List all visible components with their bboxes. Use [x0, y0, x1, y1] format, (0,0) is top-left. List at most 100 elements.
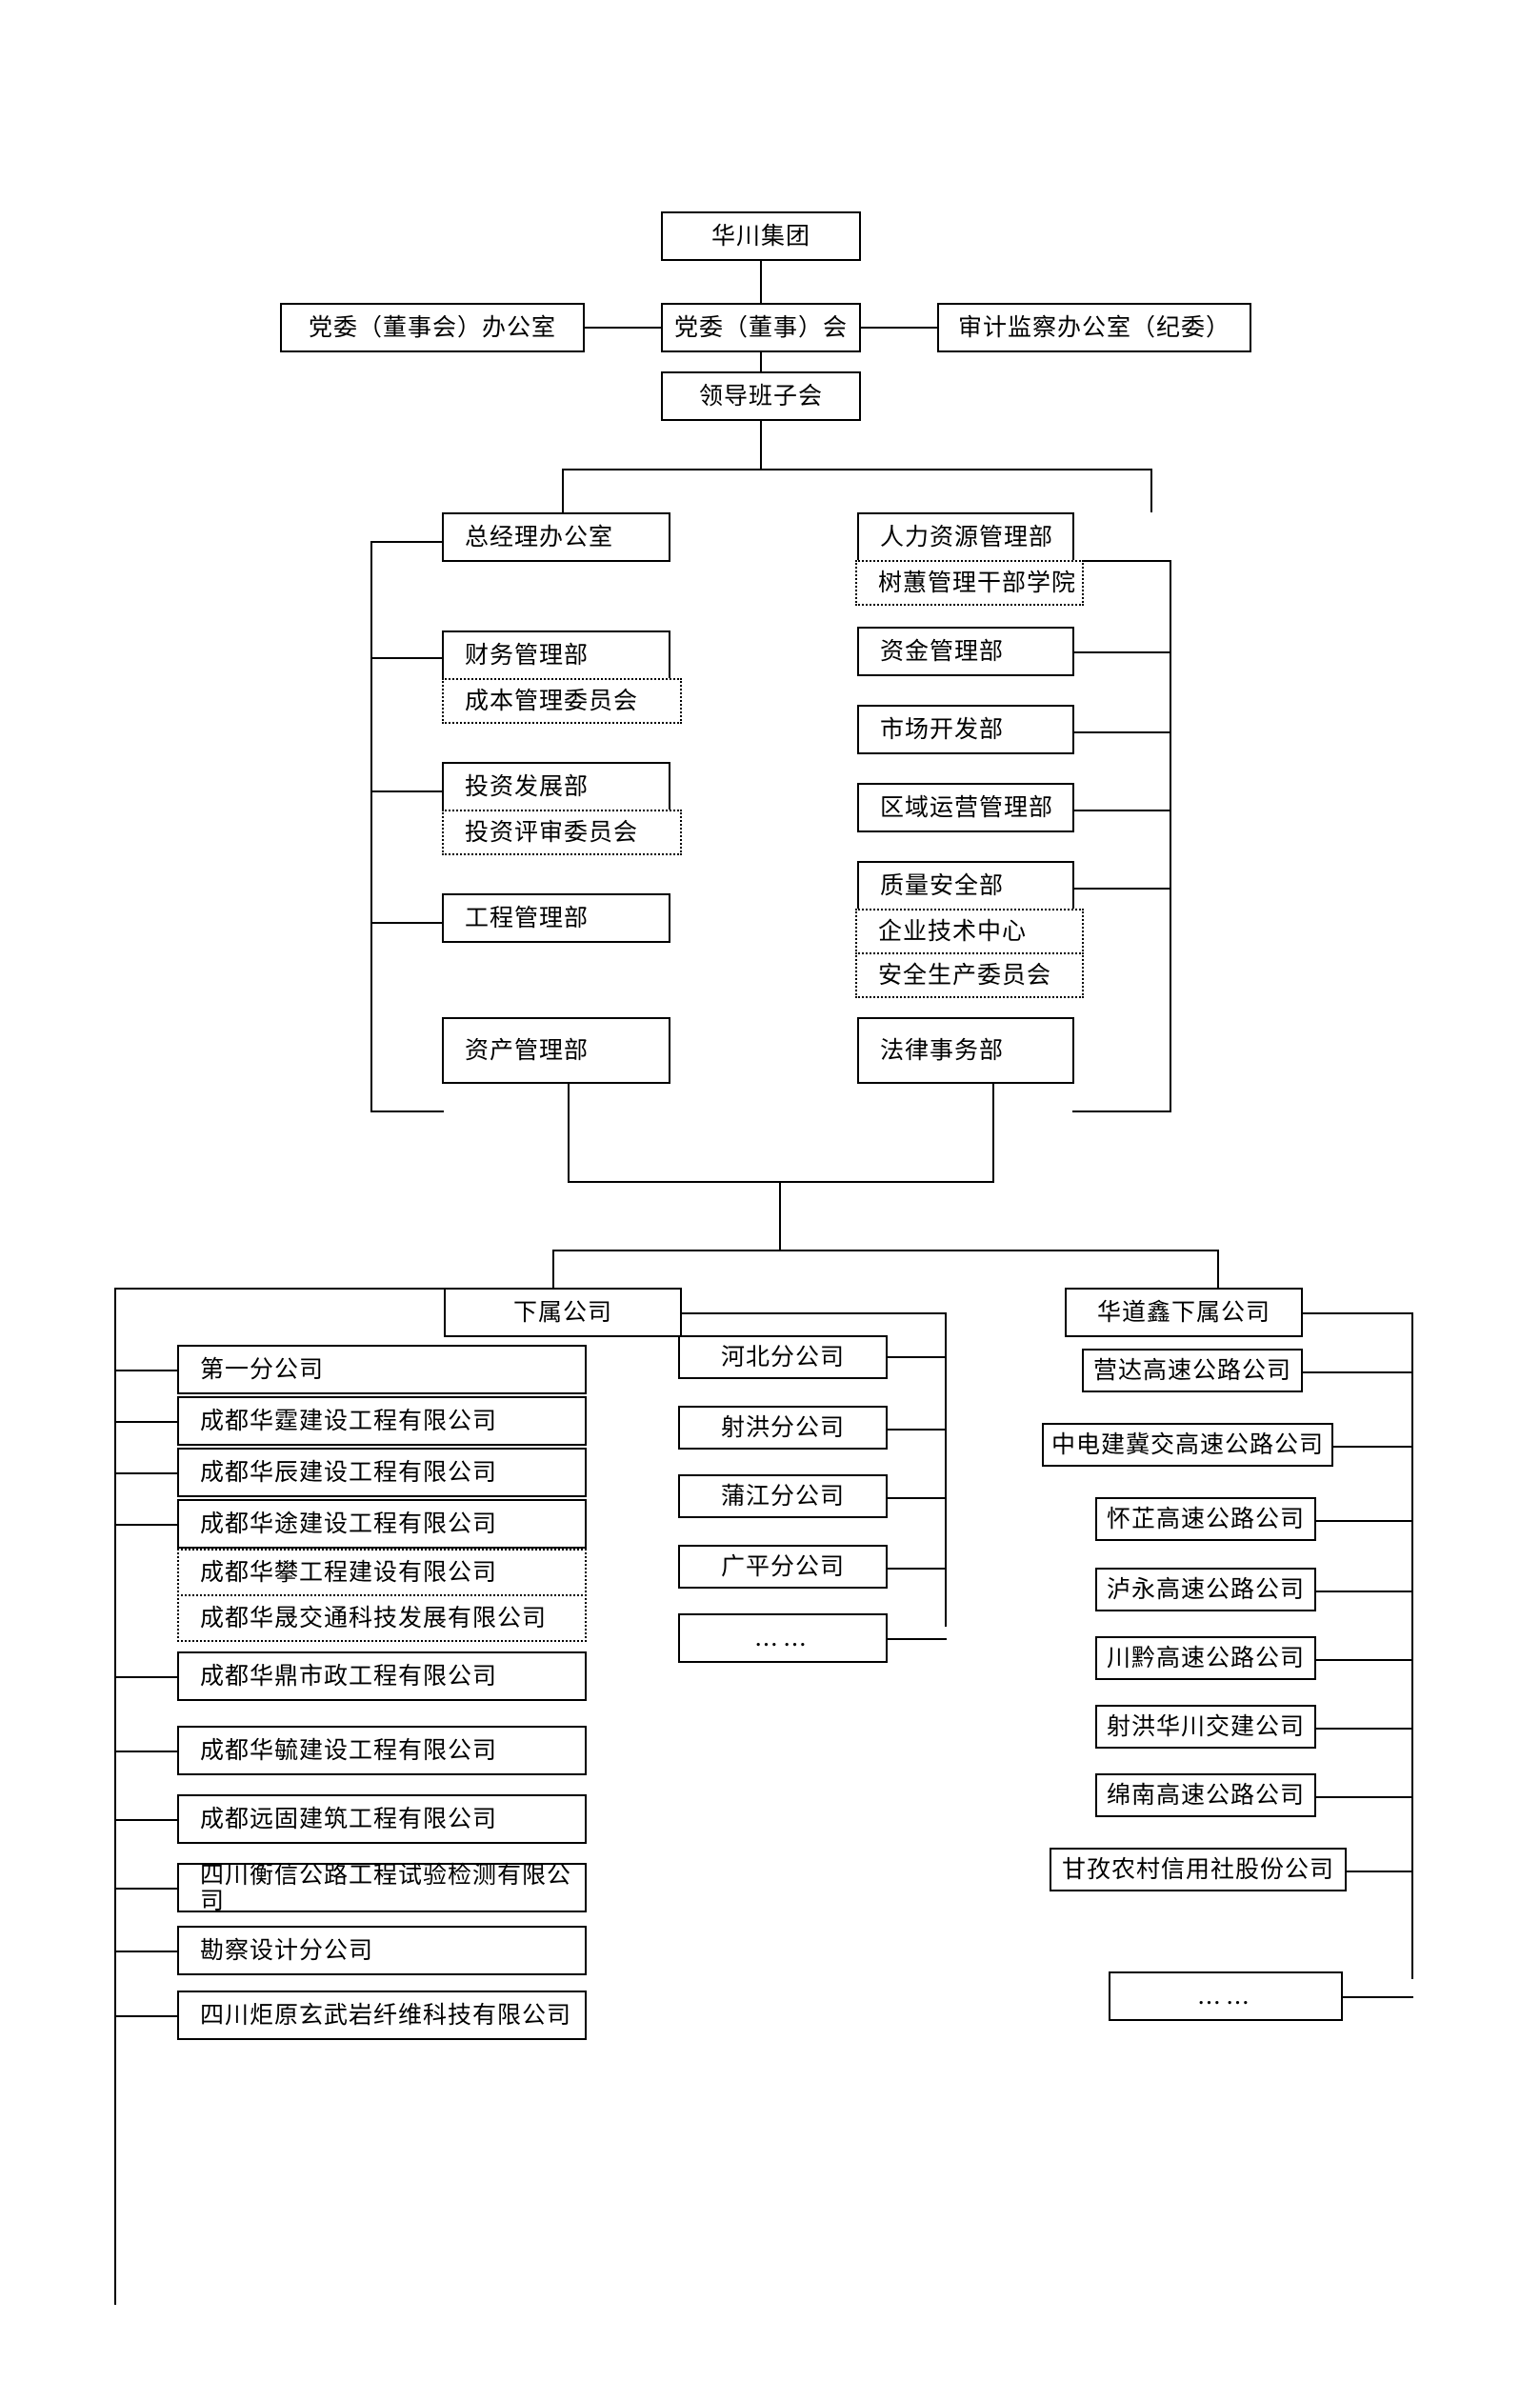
list-item-subsidiary-b-1[interactable]: 射洪分公司 — [678, 1406, 888, 1450]
list-item-subsidiary-a-4[interactable]: 成都华攀工程建设有限公司 — [177, 1549, 587, 1596]
connector-subsidiary-bus — [552, 1250, 1219, 1251]
list-item-huadaoxin-2[interactable]: 怀芷高速公路公司 — [1095, 1497, 1316, 1541]
connector-bus-to-huadaoxin-header — [1217, 1250, 1219, 1290]
list-item-huadaoxin-7[interactable]: 甘孜农村信用社股份公司 — [1050, 1848, 1347, 1891]
connector-colB-0 — [886, 1356, 947, 1358]
list-item-huadaoxin-5[interactable]: 射洪华川交建公司 — [1095, 1705, 1316, 1749]
list-item-huadaoxin-0[interactable]: 营达高速公路公司 — [1082, 1349, 1303, 1392]
list-item-huadaoxin-1[interactable]: 中电建冀交高速公路公司 — [1042, 1423, 1333, 1467]
connector-colA-0 — [114, 1370, 179, 1371]
list-item-huadaoxin-6[interactable]: 绵南高速公路公司 — [1095, 1773, 1316, 1817]
list-item-subsidiary-a-2[interactable]: 成都华辰建设工程有限公司 — [177, 1448, 587, 1497]
list-item-huadaoxin-3[interactable]: 泸永高速公路公司 — [1095, 1568, 1316, 1611]
left-department-spine — [370, 541, 372, 1112]
connector-right-dept-3 — [1072, 810, 1171, 811]
connector-colA-10 — [114, 1951, 179, 1952]
node-leadership[interactable]: 领导班子会 — [661, 371, 861, 421]
node-party-office-left[interactable]: 党委（董事会）办公室 — [280, 303, 585, 352]
connector-huadaoxin-6 — [1314, 1796, 1413, 1798]
node-dept-general-manager-office[interactable]: 总经理办公室 — [442, 512, 670, 562]
list-item-subsidiary-a-11[interactable]: 四川炬原玄武岩纤维科技有限公司 — [177, 1991, 587, 2040]
node-subunit-safety-production-committee[interactable]: 安全生产委员会 — [855, 952, 1084, 998]
node-dept-legal-affairs[interactable]: 法律事务部 — [857, 1017, 1074, 1084]
node-subunit-enterprise-tech-center[interactable]: 企业技术中心 — [855, 909, 1084, 954]
list-item-subsidiary-a-5[interactable]: 成都华晟交通科技发展有限公司 — [177, 1594, 587, 1642]
connector-huadaoxin-7 — [1345, 1871, 1413, 1872]
node-group-root[interactable]: 华川集团 — [661, 211, 861, 261]
connector-subsidiary-stem — [779, 1181, 781, 1251]
list-item-subsidiary-a-8[interactable]: 成都远固建筑工程有限公司 — [177, 1794, 587, 1844]
connector-left-dept-1 — [370, 657, 444, 659]
connector-right-dept-1 — [1072, 651, 1171, 653]
node-dept-capital-management[interactable]: 资金管理部 — [857, 627, 1074, 676]
connector-left-dept-4 — [370, 1110, 444, 1112]
list-item-subsidiary-a-10[interactable]: 勘察设计分公司 — [177, 1926, 587, 1975]
connector-party-to-leadership — [760, 352, 762, 371]
connector-left-dept-3 — [370, 922, 444, 924]
ellipsis-label-colB: …… — [754, 1624, 811, 1652]
list-item-subsidiary-a-0[interactable]: 第一分公司 — [177, 1345, 587, 1394]
node-dept-regional-operations[interactable]: 区域运营管理部 — [857, 783, 1074, 832]
list-item-subsidiary-a-3[interactable]: 成都华途建设工程有限公司 — [177, 1499, 587, 1549]
connector-colB-1 — [886, 1429, 947, 1431]
connector-colA-1 — [114, 1421, 179, 1423]
node-party-committee[interactable]: 党委（董事）会 — [661, 303, 861, 352]
node-subunit-shuhui-academy[interactable]: 树蕙管理干部学院 — [855, 560, 1084, 606]
connector-colA-7 — [114, 1751, 179, 1752]
connector-bus-to-subsidiary-header — [552, 1250, 554, 1290]
connector-subsidiary-merge — [568, 1181, 994, 1183]
connector-huadaoxin-1 — [1331, 1446, 1413, 1448]
connector-subsidiary-header-to-colB — [680, 1312, 947, 1314]
list-item-subsidiary-a-1[interactable]: 成都华霆建设工程有限公司 — [177, 1396, 587, 1446]
connector-colA-2 — [114, 1472, 179, 1474]
node-dept-asset-management[interactable]: 资产管理部 — [442, 1017, 670, 1084]
node-audit-office-right[interactable]: 审计监察办公室（纪委） — [937, 303, 1251, 352]
node-dept-quality-safety[interactable]: 质量安全部 — [857, 861, 1074, 910]
list-item-huadaoxin-4[interactable]: 川黔高速公路公司 — [1095, 1636, 1316, 1680]
connector-colB-2 — [886, 1497, 947, 1499]
connector-huadaoxin-4 — [1314, 1659, 1413, 1661]
connector-right-dept-2 — [1072, 731, 1171, 733]
huadaoxin-spine — [1411, 1312, 1413, 1979]
connector-huadaoxin-5 — [1314, 1728, 1413, 1730]
connector-colA-3 — [114, 1524, 179, 1526]
connector-colA-8 — [114, 1819, 179, 1821]
connector-colB-4 — [886, 1638, 947, 1640]
connector-right-dept-4 — [1072, 888, 1171, 890]
node-dept-investment-development[interactable]: 投资发展部 — [442, 762, 670, 811]
node-huadaoxin-header[interactable]: 华道鑫下属公司 — [1065, 1288, 1303, 1337]
connector-huadaoxin-0 — [1301, 1371, 1413, 1373]
connector-huadaoxin-2 — [1314, 1520, 1413, 1522]
connector-bus-to-right-col — [1150, 469, 1152, 512]
node-subunit-cost-committee[interactable]: 成本管理委员会 — [442, 678, 682, 724]
connector-right-dept-0 — [1082, 560, 1171, 562]
connector-left-dept-2 — [370, 790, 444, 792]
list-item-subsidiary-a-7[interactable]: 成都华毓建设工程有限公司 — [177, 1726, 587, 1775]
right-department-spine — [1170, 560, 1171, 1112]
list-item-subsidiary-b-3[interactable]: 广平分公司 — [678, 1545, 888, 1589]
list-item-subsidiary-a-9[interactable]: 四川衡信公路工程试验检测有限公司 — [177, 1861, 587, 1913]
connector-party-to-right-office — [859, 327, 939, 329]
list-item-subsidiary-b-4[interactable]: …… — [678, 1613, 888, 1663]
colB-spine — [945, 1312, 947, 1627]
list-item-huadaoxin-8[interactable]: …… — [1109, 1971, 1343, 2021]
node-dept-engineering[interactable]: 工程管理部 — [442, 893, 670, 943]
node-subunit-investment-review-committee[interactable]: 投资评审委员会 — [442, 810, 682, 855]
node-dept-human-resources[interactable]: 人力资源管理部 — [857, 512, 1074, 562]
connector-bus-to-left-col — [562, 469, 564, 512]
connector-root-to-party — [760, 261, 762, 303]
connector-huadaoxin-8 — [1341, 1996, 1413, 1998]
colA-spine — [114, 1288, 116, 2305]
node-dept-finance[interactable]: 财务管理部 — [442, 630, 670, 680]
connector-subsidiary-header-to-colA — [114, 1288, 446, 1290]
list-item-subsidiary-b-0[interactable]: 河北分公司 — [678, 1335, 888, 1379]
connector-legal-down — [992, 1084, 994, 1183]
connector-colA-6 — [114, 1676, 179, 1678]
connector-party-to-left-office — [585, 327, 663, 329]
connector-left-dept-0 — [370, 541, 444, 543]
list-item-subsidiary-b-2[interactable]: 蒲江分公司 — [678, 1474, 888, 1518]
node-dept-market-development[interactable]: 市场开发部 — [857, 705, 1074, 754]
list-item-subsidiary-a-6[interactable]: 成都华鼎市政工程有限公司 — [177, 1651, 587, 1701]
node-subsidiaries-header[interactable]: 下属公司 — [444, 1288, 682, 1337]
